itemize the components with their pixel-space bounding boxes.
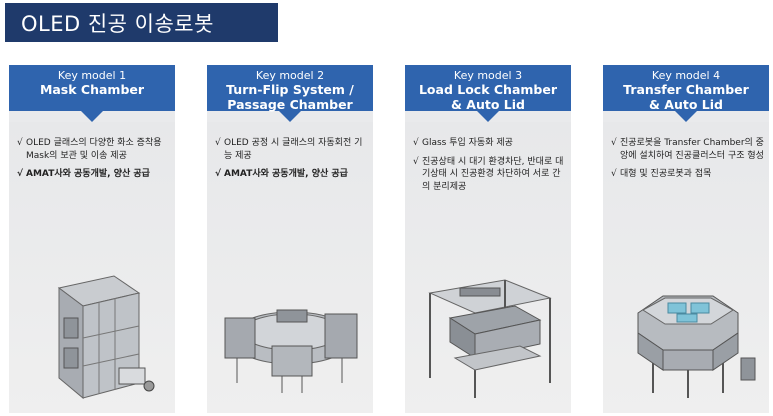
model-title: Turn-Flip System / xyxy=(226,82,354,97)
transfer-chamber-image xyxy=(613,258,759,403)
feature-list: √ OLED 글래스의 다양한 화소 증착용 Mask의 보관 및 이송 제공 … xyxy=(17,137,171,187)
key-model-label: Key model 4 xyxy=(651,69,721,82)
check-icon: √ xyxy=(413,138,419,148)
key-model-label: Key model 3 xyxy=(453,69,523,82)
card-mask-chamber: Key model 1 Mask Chamber √ OLED 글래스의 다양한… xyxy=(9,65,175,413)
model-title: Load Lock Chamber xyxy=(418,82,558,97)
mask-chamber-image xyxy=(19,258,165,403)
check-icon: √ xyxy=(17,138,23,148)
feature-item: √ 대형 및 진공로봇과 접목 xyxy=(611,168,765,181)
feature-item: √ AMAT사와 공동개발, 양산 공급 xyxy=(215,168,369,181)
model-title-line2: & Auto Lid xyxy=(649,97,723,112)
feature-list: √ OLED 공정 시 글래스의 자동회전 기능 제공 √ AMAT사와 공동개… xyxy=(215,137,369,187)
card-turn-flip-system: Key model 2 Turn-Flip System / Passage C… xyxy=(207,65,373,413)
key-model-label: Key model 2 xyxy=(255,69,325,82)
model-title: Mask Chamber xyxy=(39,82,145,97)
check-icon: √ xyxy=(215,138,221,148)
feature-item: √ AMAT사와 공동개발, 양산 공급 xyxy=(17,168,171,181)
model-title: Transfer Chamber xyxy=(623,82,749,97)
feature-text: AMAT사와 공동개발, 양산 공급 xyxy=(26,169,150,179)
feature-item: √ 진공로봇을 Transfer Chamber의 중앙에 설치하여 진공클러스… xyxy=(611,137,765,162)
feature-text: OLED 글래스의 다양한 화소 증착용 Mask의 보관 및 이송 제공 xyxy=(26,138,162,161)
card-transfer-chamber: Key model 4 Transfer Chamber & Auto Lid … xyxy=(603,65,769,413)
check-icon: √ xyxy=(611,169,617,179)
check-icon: √ xyxy=(17,169,24,179)
turn-flip-system-image xyxy=(217,258,363,403)
feature-text: Glass 투입 자동화 제공 xyxy=(422,138,513,148)
feature-text: 진공상태 시 대기 환경차단, 반대로 대기상태 시 진공환경 차단하여 서로 … xyxy=(422,156,564,192)
feature-item: √ OLED 공정 시 글래스의 자동회전 기능 제공 xyxy=(215,137,369,162)
model-title-line2: Passage Chamber xyxy=(227,97,353,112)
card-header: Key model 4 Transfer Chamber & Auto Lid xyxy=(603,65,769,122)
feature-text: AMAT사와 공동개발, 양산 공급 xyxy=(224,169,348,179)
feature-item: √ OLED 글래스의 다양한 화소 증착용 Mask의 보관 및 이송 제공 xyxy=(17,137,171,162)
feature-text: 진공로봇을 Transfer Chamber의 중앙에 설치하여 진공클러스터 … xyxy=(620,138,764,161)
feature-list: √ 진공로봇을 Transfer Chamber의 중앙에 설치하여 진공클러스… xyxy=(611,137,765,187)
card-header: Key model 2 Turn-Flip System / Passage C… xyxy=(207,65,373,122)
feature-text: OLED 공정 시 글래스의 자동회전 기능 제공 xyxy=(224,138,363,161)
card-load-lock-chamber: Key model 3 Load Lock Chamber & Auto Lid… xyxy=(405,65,571,413)
model-title-line2: & Auto Lid xyxy=(451,97,525,112)
feature-item: √ Glass 투입 자동화 제공 xyxy=(413,137,567,150)
key-model-label: Key model 1 xyxy=(57,69,127,82)
check-icon: √ xyxy=(413,156,419,167)
feature-item: √ 진공상태 시 대기 환경차단, 반대로 대기상태 시 진공환경 차단하여 서… xyxy=(413,156,567,194)
feature-text: 대형 및 진공로봇과 접목 xyxy=(620,169,712,179)
feature-list: √ Glass 투입 자동화 제공 √ 진공상태 시 대기 환경차단, 반대로 … xyxy=(413,137,567,199)
check-icon: √ xyxy=(215,169,222,179)
card-header: Key model 1 Mask Chamber xyxy=(9,65,175,122)
load-lock-chamber-image xyxy=(415,258,561,403)
slide-title: OLED 진공 이송로봇 xyxy=(5,3,278,42)
check-icon: √ xyxy=(611,138,617,148)
card-header: Key model 3 Load Lock Chamber & Auto Lid xyxy=(405,65,571,122)
